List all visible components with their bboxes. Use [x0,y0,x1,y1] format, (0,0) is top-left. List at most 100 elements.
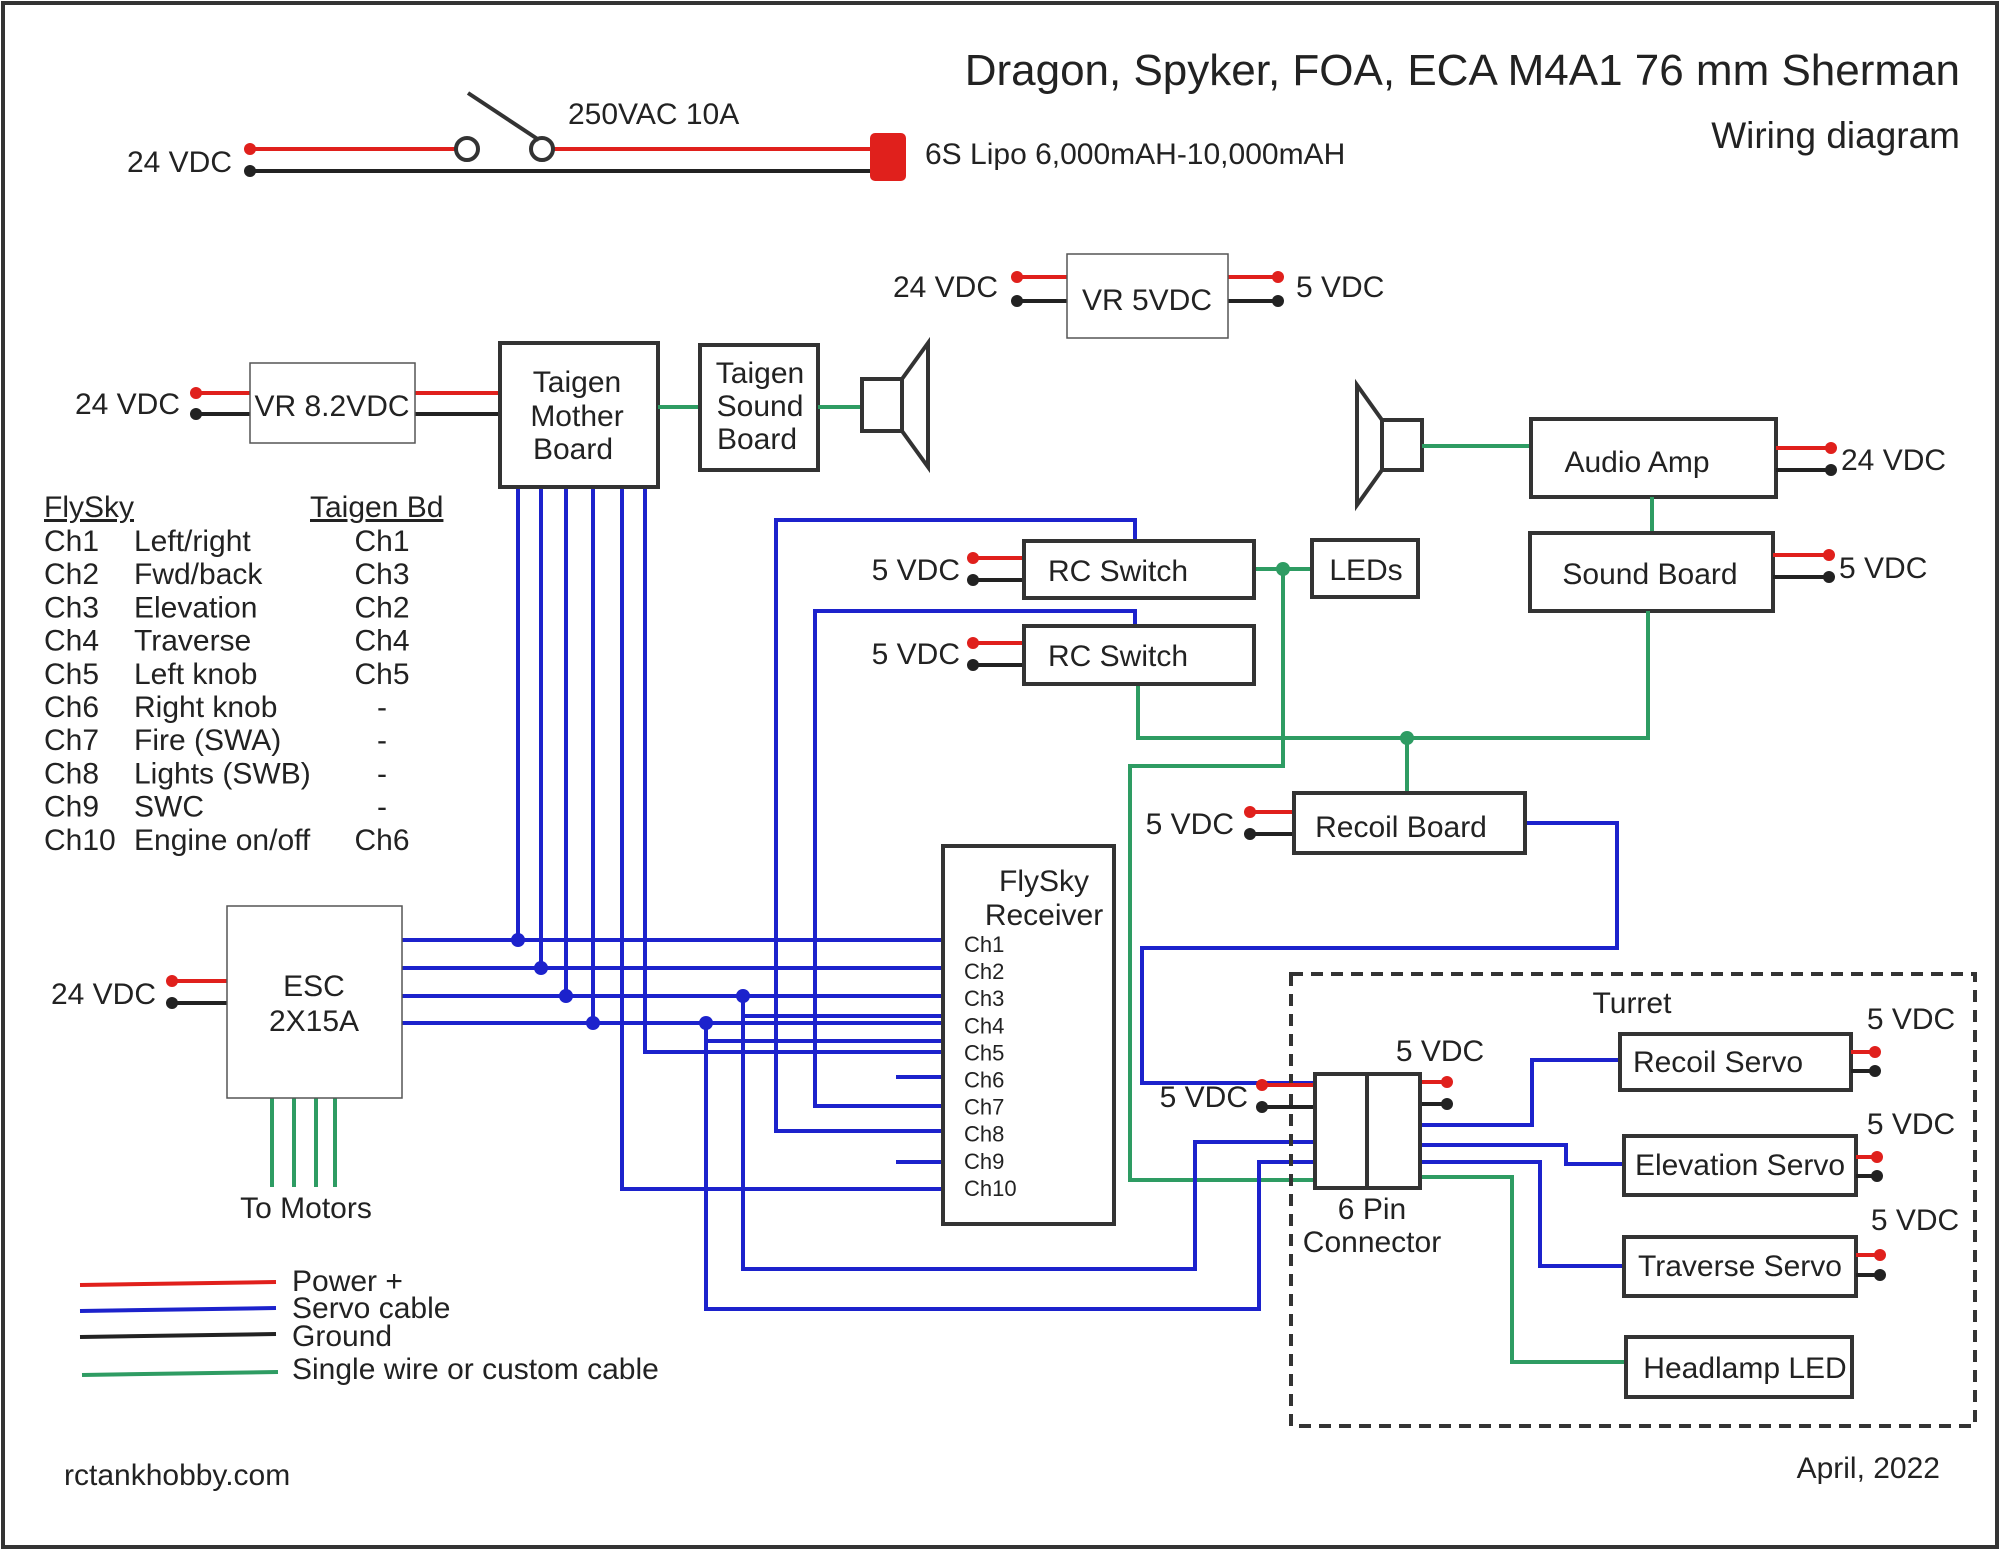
battery-voltage-label: 24 VDC [127,146,232,179]
channel-table-taigen: - [377,691,387,724]
rc-switch-1-voltage-label: 5 VDC [872,554,960,587]
traverse-servo-box [1622,1235,1858,1298]
sound-board-label: Sound Board [1562,558,1737,591]
elevation-servo-label: Elevation Servo [1635,1149,1845,1182]
taigen-sound-board-label-line2: Sound [717,390,804,423]
audio-amp-box [1529,417,1778,499]
switch-contact-icon [529,136,555,162]
channel-table-ch: Ch2 [44,558,99,591]
legend-swatch-power [79,1280,277,1287]
legend-label-power: Power + [292,1265,403,1298]
channel-table-ch: Ch3 [44,591,99,624]
channel-table-function: Traverse [134,625,251,658]
esc-label-line2: 2X15A [269,1005,359,1038]
vr-5v-box [1066,253,1229,339]
channel-table-ch: Ch7 [44,724,99,757]
receiver-label-line2: Receiver [985,899,1103,932]
rc-switch-wiring [774,518,1650,1182]
channel-table-taigen: Ch6 [354,824,409,857]
speaker-icon [860,336,930,474]
receiver-channel-label: Ch1 [964,932,1004,957]
esc-voltage-label: 24 VDC [51,978,156,1011]
switch-contact-icon [454,136,480,162]
channel-table-function: Lights (SWB) [134,757,311,790]
receiver-channel-label: Ch5 [964,1040,1004,1065]
rc-switch-2-box [1022,624,1256,686]
receiver-channel-label: Ch8 [964,1122,1004,1147]
legend-label-servo: Servo cable [292,1292,450,1325]
legend-label-single-wire: Single wire or custom cable [292,1353,659,1386]
mother-board-label-line1: Taigen [533,366,621,399]
speaker-icon [1355,378,1424,512]
turret-wiring [1256,1058,1626,1364]
elevation-servo-box [1622,1134,1858,1197]
legend-label-ground: Ground [292,1320,392,1353]
headlamp-led-label: Headlamp LED [1643,1352,1846,1385]
receiver-channel-label: Ch4 [964,1013,1004,1038]
recoil-board-box [1292,791,1527,855]
receiver-channel-label: Ch6 [964,1068,1004,1093]
channel-table-ch: Ch5 [44,658,99,691]
mother-board-label-line2: Mother [530,400,623,433]
rc-switch-1-label: RC Switch [1048,555,1188,588]
taigen-sound-board-label-line3: Board [717,423,797,456]
audio-amp-voltage-label: 24 VDC [1841,444,1946,477]
connector-input-voltage-label: 5 VDC [1160,1081,1248,1114]
receiver-channel-label: Ch3 [964,986,1004,1011]
channel-table-taigen: Ch5 [354,658,409,691]
switch-rating-label: 250VAC 10A [568,98,739,131]
vr-8v-label: VR 8.2VDC [254,390,409,423]
esc-label-line1: ESC [283,970,345,1003]
connector-output-voltage-label: 5 VDC [1396,1035,1484,1068]
channel-table-taigen: Ch3 [354,558,409,591]
vr-5v-wiring [1011,271,1284,307]
receiver-channel-label: Ch2 [964,959,1004,984]
headlamp-led-box [1624,1335,1854,1399]
channel-table-taigen: - [377,724,387,757]
battery-pack-label: 6S Lipo 6,000mAH-10,000mAH [925,138,1345,171]
taigen-sound-board-box [698,343,820,472]
rc-switch-1-box [1022,539,1256,600]
channel-table-ch: Ch8 [44,757,99,790]
diagram-title: Dragon, Spyker, FOA, ECA M4A1 76 mm Sher… [965,46,1960,95]
channel-table-header-flysky: FlySky [44,491,134,524]
leds-label: LEDs [1329,554,1402,587]
vr-8v-box [249,362,416,444]
channel-table-function: Elevation [134,591,257,624]
channel-table-taigen: Ch2 [354,591,409,624]
sound-board-box [1528,531,1775,613]
channel-table-function: Fire (SWA) [134,724,281,757]
channel-table-ch: Ch1 [44,525,99,558]
mother-board-label-line3: Board [533,433,613,466]
vr-8v-wiring [190,387,500,420]
recoil-servo-voltage-label: 5 VDC [1867,1003,1955,1036]
receiver-channel-label: Ch7 [964,1095,1004,1120]
channel-table-taigen: - [377,757,387,790]
vr-5v-label: VR 5VDC [1082,284,1212,317]
legend-swatch-single-wire [81,1370,279,1377]
connector-label-line1: 6 Pin [1338,1193,1406,1226]
channel-table-function: Right knob [134,691,277,724]
taigen-sound-board-label-line1: Taigen [716,357,804,390]
legend: Power + Servo cable Ground Single wire o… [79,1265,659,1386]
legend-swatch-ground [79,1332,277,1339]
channel-table-function: SWC [134,791,204,824]
receiver-extra-wiring [699,989,1315,1311]
turret-boundary [1289,972,1977,1428]
rc-switch-2-voltage-label: 5 VDC [872,638,960,671]
elevation-servo-voltage-label: 5 VDC [1867,1108,1955,1141]
channel-table-ch: Ch6 [44,691,99,724]
channel-table-ch: Ch10 [44,824,116,857]
channel-table-taigen: - [377,791,387,824]
channel-table-function: Fwd/back [134,558,263,591]
battery-circuit [244,91,906,181]
vr-8v-input-label: 24 VDC [75,388,180,421]
leds-box [1310,538,1420,599]
audio-amp-label: Audio Amp [1564,446,1709,479]
receiver-channel-label: Ch10 [964,1176,1017,1201]
traverse-servo-label: Traverse Servo [1638,1250,1842,1283]
recoil-board-wiring [1140,806,1619,1085]
